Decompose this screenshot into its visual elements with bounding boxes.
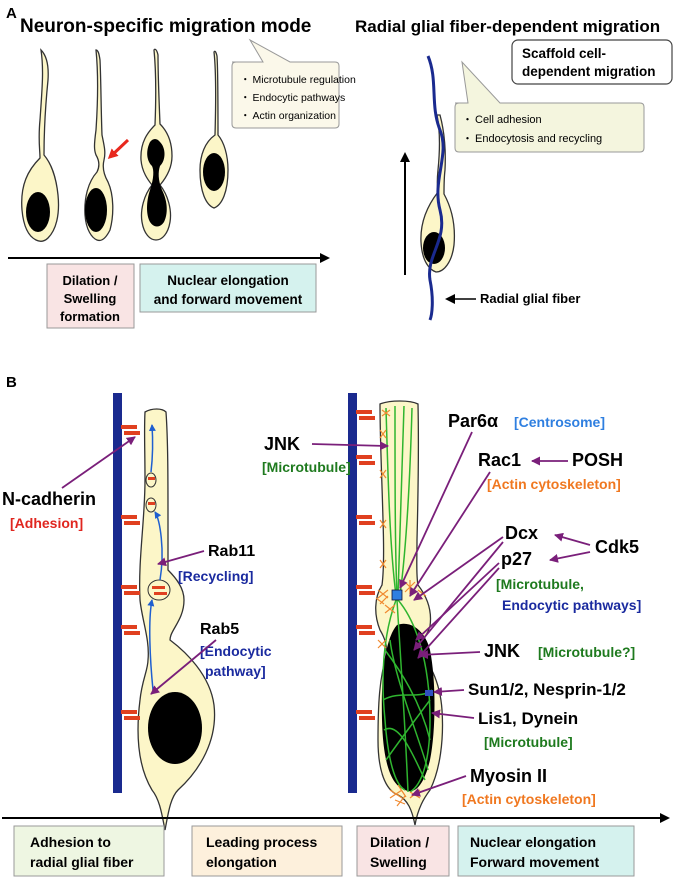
centrosome-label: [Centrosome]: [514, 414, 605, 430]
dcx-arrow-1: [413, 536, 504, 601]
myosin-arrow: [411, 775, 467, 797]
svg-text:and forward movement: and forward movement: [154, 292, 303, 307]
sun-nesprin-label: Sun1/2, Nesprin-1/2: [468, 680, 626, 699]
endocytic-label-1: [Endocytic: [200, 643, 272, 659]
ncadherin-contacts-right: [356, 410, 375, 720]
mt-endo-label-2: Endocytic pathways]: [502, 597, 641, 613]
rab11-arrow: [157, 550, 205, 567]
endocytic-label-2: pathway]: [205, 663, 266, 679]
panel-a-stage-box-1: Dilation / Swelling formation: [46, 263, 135, 329]
lis1-arrow: [431, 709, 475, 719]
p27-arrow-1: [415, 562, 500, 641]
rab5-arrow: [150, 639, 217, 695]
radial-glial-fiber-a: [426, 55, 445, 321]
svg-text:Nuclear elongation: Nuclear elongation: [167, 273, 289, 288]
myosin-label: Myosin II: [470, 766, 547, 786]
p27-arrow-2: [417, 567, 500, 659]
callout-right: ・Cell adhesion ・Endocytosis and recyclin…: [454, 60, 645, 153]
neuron-stage-4: [199, 50, 229, 209]
svg-text:Nuclear elongation: Nuclear elongation: [470, 834, 596, 850]
rab5-label: Rab5: [200, 621, 239, 638]
actin-label-2: [Actin cytoskeleton]: [462, 791, 596, 807]
microtubule-label-2: [Microtubule]: [484, 734, 573, 750]
red-swelling-arrow: [107, 138, 130, 160]
recycling-label: [Recycling]: [178, 568, 253, 584]
svg-text:Dilation /: Dilation /: [63, 273, 118, 288]
mt-q-label: [Microtubule?]: [538, 644, 635, 660]
neuron-stage-2: [84, 49, 114, 242]
svg-text:Dilation /: Dilation /: [370, 834, 429, 850]
svg-text:Swelling: Swelling: [64, 291, 117, 306]
lis1-label: Lis1, Dynein: [478, 709, 578, 728]
panel-b-stage-box-3: Dilation / Swelling: [356, 825, 450, 877]
rac1-label: Rac1: [478, 450, 521, 470]
sun-arrow: [433, 686, 465, 696]
jnk-top-label: JNK: [264, 434, 300, 454]
rab11-label: Rab11: [208, 543, 255, 560]
callout-left-item-2: ・Endocytic pathways: [240, 92, 345, 104]
svg-text:Forward movement: Forward movement: [470, 854, 599, 870]
panel-b-stage-box-2: Leading process elongation: [191, 825, 343, 877]
mt-endo-label-1: [Microtubule,: [496, 576, 584, 592]
callout-left-item-1: ・Microtubule regulation: [240, 74, 356, 86]
p27-label: p27: [501, 549, 532, 569]
panel-b-stage-box-1: Adhesion to radial glial fiber: [13, 825, 165, 877]
svg-text:radial glial fiber: radial glial fiber: [30, 854, 134, 870]
radial-glial-fiber-label: Radial glial fiber: [480, 291, 580, 306]
panel-a-label: A: [6, 5, 17, 22]
callout-right-item-2: ・Endocytosis and recycling: [462, 133, 602, 145]
panel-b-stage-box-4: Nuclear elongation Forward movement: [457, 825, 635, 877]
centrosome: [391, 589, 403, 601]
dcx-label: Dcx: [505, 523, 538, 543]
radial-glial-fiber-b-left: [113, 393, 122, 793]
actin-label-1: [Actin cytoskeleton]: [487, 476, 621, 492]
cdk5-p27-arrow: [549, 551, 591, 563]
rab-trafficking-arrows: [147, 424, 163, 691]
panel-b-label: B: [6, 374, 17, 391]
nuclear-envelope-marker: [425, 690, 433, 696]
svg-text:dependent migration: dependent migration: [522, 64, 656, 79]
callout-left: ・Microtubule regulation ・Endocytic pathw…: [231, 38, 356, 129]
svg-text:elongation: elongation: [206, 854, 277, 870]
dcx-arrow-2: [413, 541, 504, 651]
microtubules: [382, 405, 433, 793]
neuron-stage-3: [140, 48, 173, 241]
actin-filaments: [375, 409, 427, 807]
jnk-top-arrow: [311, 441, 389, 451]
rac1-arrow: [409, 471, 491, 597]
scaffold-box: Scaffold cell- dependent migration: [511, 39, 673, 85]
ncadherin-arrow: [61, 436, 136, 489]
panel-a-stage-box-2: Nuclear elongation and forward movement: [139, 263, 317, 313]
radial-glial-fiber-b-right: [348, 393, 357, 793]
callout-right-item-1: ・Cell adhesion: [462, 114, 542, 126]
callout-left-item-3: ・Actin organization: [240, 110, 336, 122]
svg-text:formation: formation: [60, 309, 120, 324]
svg-text:Adhesion to: Adhesion to: [30, 834, 111, 850]
cdk5-dcx-arrow: [554, 532, 591, 546]
svg-text:Swelling: Swelling: [370, 854, 427, 870]
cdk5-label: Cdk5: [595, 537, 639, 557]
neuron-stage-1: [21, 48, 60, 242]
svg-text:Leading process: Leading process: [206, 834, 317, 850]
par6-arrow: [399, 431, 473, 589]
adhesion-label: [Adhesion]: [10, 515, 83, 531]
posh-label: POSH: [572, 450, 623, 470]
panel-a-right-title: Radial glial fiber-dependent migration: [355, 17, 660, 36]
jnk-mid-arrow: [419, 650, 481, 660]
svg-text:Scaffold cell-: Scaffold cell-: [522, 46, 606, 61]
microtubule-label-1: [Microtubule]: [262, 459, 351, 475]
panel-a-left-title: Neuron-specific migration mode: [20, 16, 311, 37]
par6-label: Par6α: [448, 411, 498, 431]
ncadherin-contacts-left: [121, 425, 167, 720]
jnk-mid-label: JNK: [484, 641, 520, 661]
ncadherin-label: N-cadherin: [2, 489, 96, 509]
